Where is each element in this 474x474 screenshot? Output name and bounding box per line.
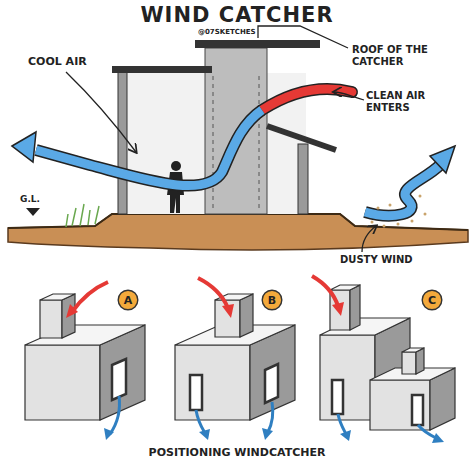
left-roof (112, 66, 212, 73)
face (330, 285, 360, 290)
face (402, 348, 424, 352)
watermark: @07SKETCHES (198, 28, 268, 36)
face (25, 345, 100, 420)
dust (371, 221, 374, 224)
leader-line (66, 72, 136, 152)
callout-circle: A (117, 289, 139, 311)
grass (66, 204, 99, 227)
wind-out-head (104, 428, 114, 440)
tower-dash (259, 76, 260, 210)
wind-out-head (262, 428, 273, 440)
dust (383, 225, 386, 228)
face (240, 294, 253, 337)
face (402, 352, 416, 374)
catcher-roof (195, 40, 320, 48)
face (320, 335, 375, 420)
wind-out-head (340, 430, 351, 441)
wind-out-head (432, 433, 444, 443)
cool-air-outline (36, 110, 262, 186)
right-wall (298, 144, 308, 214)
face (40, 300, 62, 338)
wind-out (268, 402, 273, 432)
level-label: G.L. (20, 194, 60, 204)
door (412, 395, 423, 425)
door (190, 375, 202, 410)
dusty-wind-head (430, 146, 455, 173)
door (112, 359, 126, 400)
door (265, 364, 278, 403)
dust (397, 223, 400, 226)
flow-label: DUSTY WIND (340, 254, 440, 266)
face (215, 300, 240, 337)
box-c (320, 285, 455, 430)
wind-out (196, 410, 205, 433)
dust (419, 195, 422, 198)
callout-circle: B (261, 289, 283, 311)
wind-in (72, 282, 108, 312)
callout-circle: C (421, 289, 443, 311)
person-head (171, 161, 181, 171)
wind-in-head (222, 304, 234, 318)
callout-letter: C (421, 289, 443, 311)
wind-out (338, 414, 346, 434)
wind-out (110, 396, 120, 434)
wind-out (418, 425, 436, 438)
dust (411, 220, 414, 223)
callout-letter: B (261, 289, 283, 311)
tower-dash (213, 76, 214, 210)
face (350, 285, 360, 330)
part-label: ROOF OF THE CATCHER (352, 44, 442, 67)
box-a (25, 294, 145, 420)
diagram-caption: POSITIONING WINDCATCHER (0, 447, 474, 460)
cool-air-head (12, 132, 36, 162)
face (175, 345, 250, 420)
diagram-title: WIND CATCHER (0, 3, 474, 27)
callout-letter: A (117, 289, 139, 311)
wind-in (198, 278, 228, 308)
face (40, 294, 75, 300)
dust (389, 204, 392, 207)
face (370, 380, 430, 430)
door (332, 380, 343, 414)
wind-in-head (66, 304, 78, 318)
dust-dots (371, 195, 427, 228)
leader-line (258, 26, 348, 48)
flow-label: COOL AIR (28, 56, 108, 69)
ground-level-symbol (26, 208, 40, 216)
dust (377, 207, 380, 210)
dust (424, 213, 427, 216)
dusty-wind-outline (365, 165, 440, 216)
leader-line (334, 92, 364, 100)
cool-air-flow (36, 110, 262, 186)
box-b (175, 294, 295, 420)
flow-label: CLEAN AIR ENTERS (366, 90, 448, 113)
dusty-wind-flow (365, 165, 440, 216)
wind-out-head (199, 429, 210, 440)
wind-in (312, 276, 338, 306)
leader-line (362, 226, 376, 252)
left-wall (118, 72, 127, 214)
wind-in-head (332, 302, 344, 316)
